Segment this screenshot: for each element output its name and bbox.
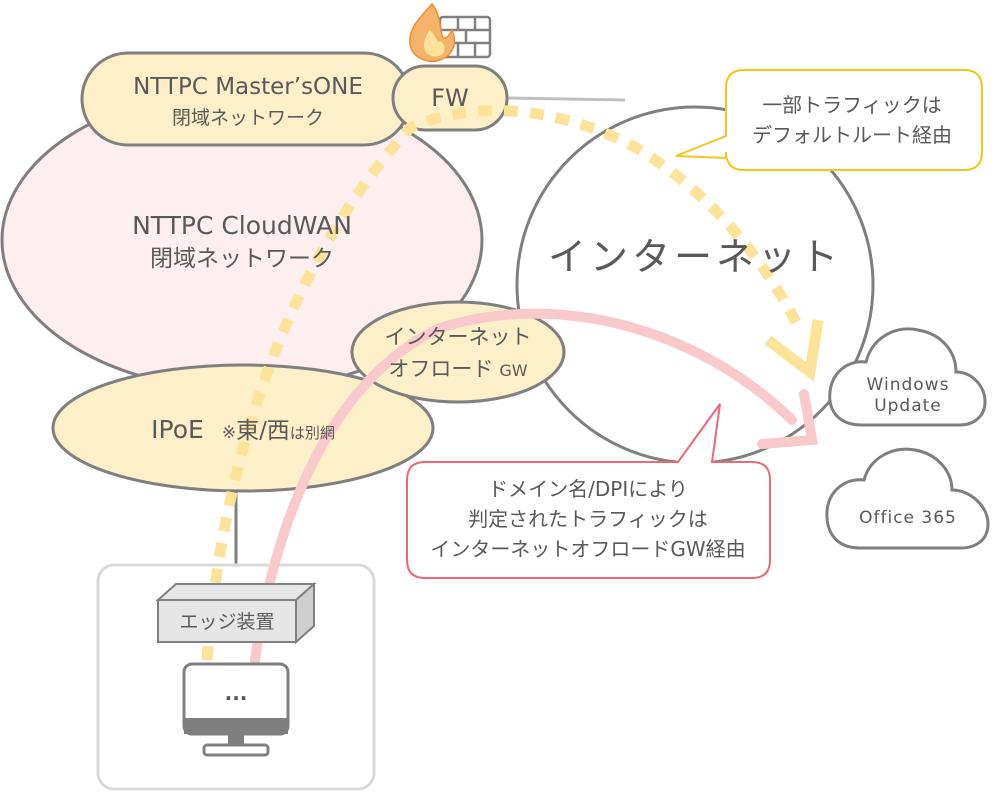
- ipoe-ellipse: [51, 363, 435, 493]
- internet-label: インターネット: [548, 235, 842, 279]
- office365-label: Office 365: [859, 508, 957, 528]
- offload-gw-line2-main: オフロード: [388, 357, 493, 381]
- masters-one-line1: NTTPC Master’sONE: [133, 74, 363, 100]
- offload-gw-line2-gw: GW: [499, 361, 527, 380]
- callout-default-route: [675, 69, 983, 171]
- windows-update-line1: Windows: [867, 375, 950, 395]
- callout-dpi-line3: インターネットオフロードGW経由: [430, 537, 745, 561]
- fw-label: FW: [431, 84, 469, 112]
- default-route-traffic-path: [201, 105, 805, 661]
- windows-update-cloud: [828, 327, 987, 427]
- callout-dpi-line1: ドメイン名/DPIにより: [488, 477, 688, 501]
- pc-screen-label: ...: [225, 681, 248, 705]
- callout-default-line1: 一部トラフィックは: [762, 93, 942, 117]
- pc-monitor-icon: [182, 662, 290, 757]
- offload-traffic-path: [250, 308, 797, 665]
- offload-gw-line1: インターネット: [385, 325, 532, 349]
- edge-device-label: エッジ装置: [179, 611, 274, 633]
- callout-default-line2: デフォルトルート経由: [752, 123, 952, 147]
- office365-cloud: [825, 447, 990, 550]
- ipoe-label: IPoE ※東/西は別網: [151, 415, 335, 444]
- callout-dpi: [406, 403, 771, 579]
- callout-dpi-line2: 判定されたトラフィックは: [468, 507, 708, 531]
- ipoe-east-west: 東/西: [236, 418, 290, 444]
- ipoe-small: は別網: [290, 424, 335, 442]
- edge-device: [155, 581, 317, 645]
- offload-gw-line2: オフロード GW: [388, 357, 527, 381]
- default-route-arrowhead: [764, 319, 824, 382]
- ipoe-main: IPoE: [151, 415, 204, 444]
- firewall-icon: [409, 2, 492, 62]
- ipoe-mark: ※: [222, 423, 236, 443]
- cloudwan-line2: 閉域ネットワーク: [150, 246, 334, 272]
- offload-arrowhead: [757, 389, 818, 449]
- windows-update-line2: Update: [874, 396, 942, 416]
- offload-gw-ellipse: [350, 300, 566, 404]
- fw-internet-link: [504, 96, 626, 102]
- masters-one-line2: 閉域ネットワーク: [172, 107, 324, 129]
- cloudwan-line1: NTTPC CloudWAN: [132, 211, 352, 240]
